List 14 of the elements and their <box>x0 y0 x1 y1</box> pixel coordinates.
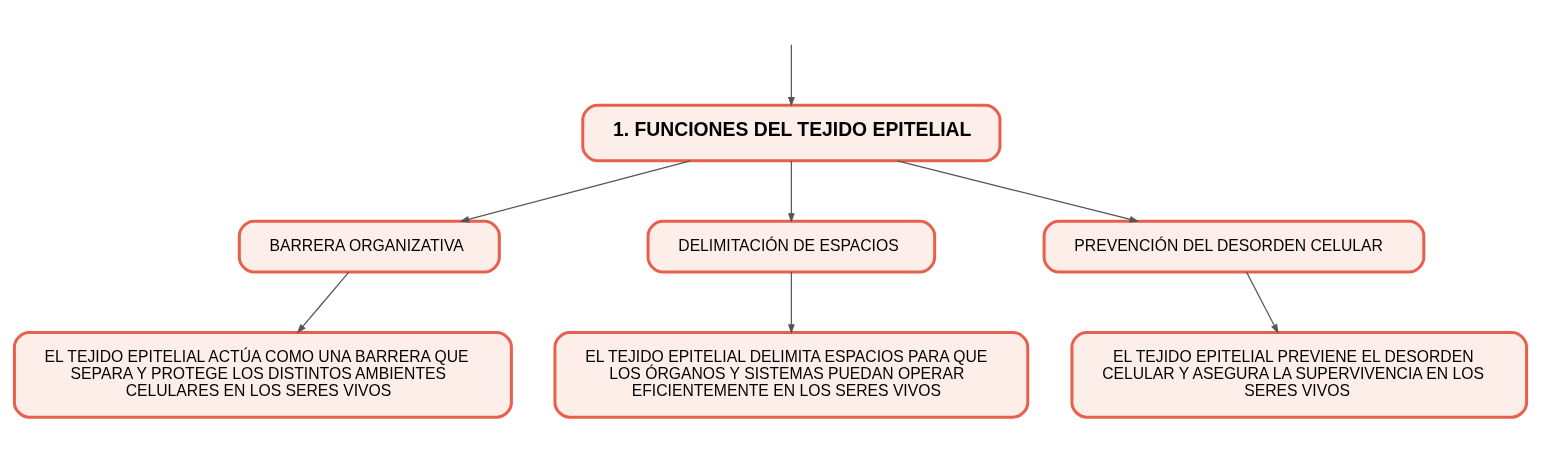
node-box: EL TEJIDO EPITELIAL DELIMITA ESPACIOS PARA QUE LOS ÓRGANOS Y SISTEMAS PUEDAN OPERAR EFICIENTEMENTE EN LOS SERES VIVOS <box>553 331 1030 419</box>
arrow <box>459 160 691 223</box>
node-box: PREVENCIÓN DEL DESORDEN CELULAR <box>1042 219 1426 274</box>
arrow <box>787 44 795 107</box>
node-box: BARRERA ORGANIZATIVA <box>237 219 501 274</box>
arrow <box>896 160 1140 223</box>
node-box: DELIMITACIÓN DE ESPACIOS <box>646 219 937 274</box>
arrow <box>296 271 350 334</box>
arrow <box>787 160 795 223</box>
arrow <box>787 271 795 334</box>
node-box: EL TEJIDO EPITELIAL PREVIENE EL DESORDEN CELULAR Y ASEGURA LA SUPERVIVENCIA EN LOS SERES VIVOS <box>1070 331 1529 419</box>
arrow <box>1245 271 1279 334</box>
node-box: EL TEJIDO EPITELIAL ACTÚA COMO UNA BARRERA QUE SEPARA Y PROTEGE LOS DISTINTOS AMBIENTES CELULARES EN LOS SERES VIVOS <box>12 331 513 419</box>
node-box: 1. FUNCIONES DEL TEJIDO EPITELIAL <box>581 103 1002 163</box>
